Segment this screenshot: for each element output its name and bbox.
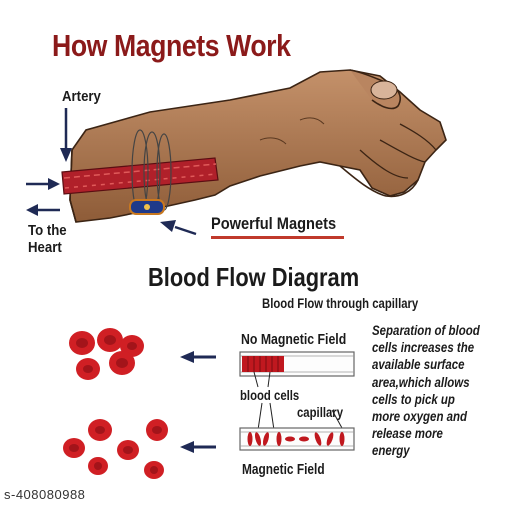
cells-arrow-bottom xyxy=(180,441,216,453)
explanation-line: available surface xyxy=(372,356,465,373)
cells-arrow-top xyxy=(180,351,216,363)
hand-illustration xyxy=(69,69,447,223)
explanation-line: more oxygen and xyxy=(372,408,468,425)
watermark: s-408080988 xyxy=(4,487,86,502)
blood-flow-title: Blood Flow Diagram xyxy=(148,262,360,292)
artery-label: Artery xyxy=(62,88,101,105)
explanation-line: area,which allows xyxy=(372,373,470,390)
explanation-line: Separation of blood xyxy=(372,322,480,338)
blood-cells-label: blood cells xyxy=(240,388,300,403)
capillary-magnetic-field xyxy=(239,427,355,451)
to-the-heart-label: To the Heart xyxy=(28,222,67,256)
capillary-label: capillary xyxy=(297,405,344,420)
capillary-no-field xyxy=(239,351,355,377)
magnetic-field-label: Magnetic Field xyxy=(242,462,325,478)
no-magnetic-field-label: No Magnetic Field xyxy=(241,331,347,348)
artery-down-arrow xyxy=(60,108,72,162)
to-the-heart-line-2: Heart xyxy=(28,239,62,256)
main-title: How Magnets Work xyxy=(52,28,291,63)
explanation-line: energy xyxy=(372,442,410,459)
powerful-magnets-underline xyxy=(211,236,344,239)
blood-flow-subtitle: Blood Flow through capillary xyxy=(262,296,419,311)
explanation-line: cells increases the xyxy=(372,339,475,356)
explanation-line: release more xyxy=(372,425,443,442)
artery-illustration xyxy=(61,157,219,195)
explanation-line: cells to pick up xyxy=(372,390,455,407)
separated-blood-cells xyxy=(63,419,168,479)
to-the-heart-line-1: To the xyxy=(28,222,67,239)
clustered-blood-cells xyxy=(69,328,144,380)
explanation-text: Separation of blood cells increases the … xyxy=(372,322,495,460)
label-pointer-lines xyxy=(253,371,343,431)
magnet-pointer-arrow xyxy=(160,220,197,236)
inflow-arrow xyxy=(26,178,60,190)
powerful-magnets-label: Powerful Magnets xyxy=(211,214,337,233)
to-the-heart-arrow xyxy=(26,204,60,216)
